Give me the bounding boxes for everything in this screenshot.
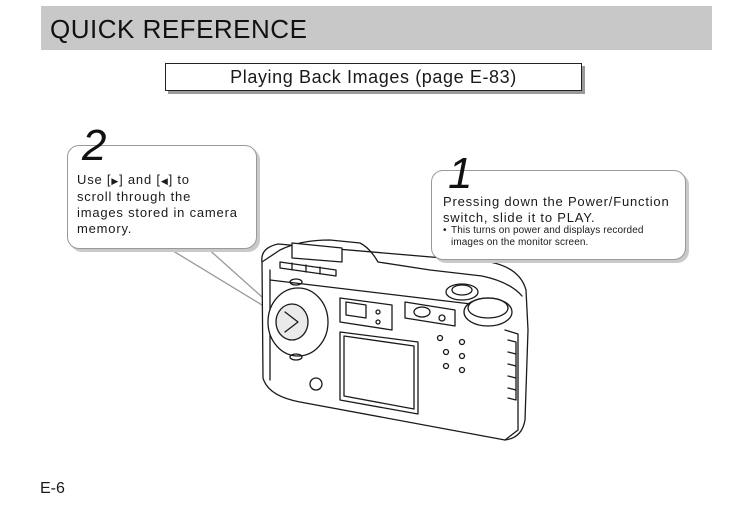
page-number: E-6 [40,480,65,497]
section-title-box: Playing Back Images (page E-83) [165,63,582,91]
dial-inner [275,303,309,341]
callout-step-2 [67,145,257,249]
step-2-line-4: memory. [77,221,133,236]
step-2-line-1: Use [▶] and [◀] to [77,172,190,187]
monitor-screen [339,331,419,415]
step-number-2: 2 [82,121,107,170]
callout-step-1 [431,170,686,260]
bullet-icon: • [443,225,447,236]
page-title: QUICK REFERENCE [50,14,308,44]
viewfinder-top [291,242,343,263]
step-1-note-line-2: images on the monitor screen. [451,237,589,248]
shutter-button [445,283,479,301]
step-1-note-line-1: This turns on power and displays recorde… [451,225,644,236]
camera-top [261,239,523,297]
step-2-line-2: scroll through the [77,189,192,204]
step-number-1: 1 [448,149,473,198]
step-2-line-3: images stored in camera [77,205,238,220]
section-title: Playing Back Images (page E-83) [230,67,517,87]
right-arrow-icon: ▶ [111,176,120,186]
top-buttons [279,261,337,277]
left-arrow-icon: ◀ [160,176,169,186]
step-1-text: Pressing down the Power/Function switch,… [443,194,683,226]
step-2-text: Use [▶] and [◀] to scroll through the im… [77,172,255,237]
header-band [41,6,712,50]
step-1-note: • This turns on power and displays record… [443,225,683,249]
step-1-line-2: switch, slide it to PLAY. [443,210,596,225]
disp-button [309,377,323,391]
camera-side [504,329,519,441]
step-1-line-1: Pressing down the Power/Function [443,194,670,209]
